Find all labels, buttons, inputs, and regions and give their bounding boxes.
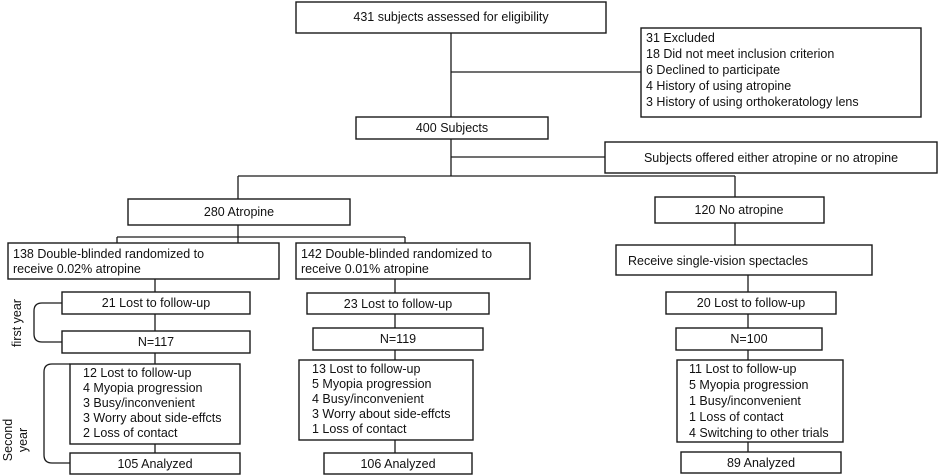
- n-a-line-1: N=117: [138, 335, 174, 349]
- rand-001-line-1: 142 Double-blinded randomized to: [301, 247, 492, 261]
- first-year-bracket: [33, 302, 62, 343]
- box-labels: 431 subjects assessed for eligibility 31…: [13, 10, 898, 471]
- spectacles-line-1: Receive single-vision spectacles: [628, 254, 808, 268]
- lost-a1-line-1: 21 Lost to follow-up: [102, 296, 210, 310]
- lost-a2-line-5: 2 Loss of contact: [83, 426, 178, 440]
- box-no-atropine: [654, 196, 825, 224]
- side-labels: first year Second year: [1, 299, 30, 461]
- box-spectacles: [615, 244, 873, 276]
- box-rand-002: [7, 242, 280, 280]
- excluded-line-5: 3 History of using orthokeratology lens: [646, 95, 859, 109]
- lost-a2-line-4: 3 Worry about side-effcts: [83, 411, 222, 425]
- rand-002-line-1: 138 Double-blinded randomized to: [13, 247, 204, 261]
- box-offered: [604, 141, 938, 174]
- lost-a2-line-2: 4 Myopia progression: [83, 381, 203, 395]
- excluded-line-1: 31 Excluded: [646, 31, 715, 45]
- lost-b1-line-1: 23 Lost to follow-up: [344, 297, 452, 311]
- excluded-line-3: 6 Declined to participate: [646, 63, 780, 77]
- subjects-line-1: 400 Subjects: [416, 121, 488, 135]
- box-rand-001: [295, 242, 531, 280]
- second-year-label-line-1: Second: [1, 419, 15, 461]
- lost-c1-line-1: 20 Lost to follow-up: [697, 296, 805, 310]
- second-year-label-line-2: year: [16, 428, 30, 452]
- box-n-a: [61, 330, 251, 354]
- lost-a2-line-3: 3 Busy/inconvenient: [83, 396, 195, 410]
- analyzed-a-line-1: 105 Analyzed: [117, 457, 192, 471]
- lost-b2-line-4: 3 Worry about side-effcts: [312, 407, 451, 421]
- box-lost-b1: [306, 292, 490, 315]
- lost-b2-line-1: 13 Lost to follow-up: [312, 362, 420, 376]
- offered-line-1: Subjects offered either atropine or no a…: [644, 151, 898, 165]
- box-subjects: [355, 116, 549, 140]
- lost-b2-line-2: 5 Myopia progression: [312, 377, 432, 391]
- box-lost-b2: [298, 359, 474, 441]
- second-year-bracket: [43, 363, 70, 464]
- rand-002-line-2: receive 0.02% atropine: [13, 262, 141, 276]
- box-analyzed-b: [323, 452, 473, 475]
- box-atropine: [127, 198, 351, 226]
- box-analyzed-c: [680, 451, 842, 474]
- box-n-b: [312, 327, 484, 351]
- box-lost-a1: [61, 291, 251, 315]
- lost-c2-line-3: 1 Busy/inconvenient: [689, 394, 801, 408]
- lost-c2-line-4: 1 Loss of contact: [689, 410, 784, 424]
- box-excluded: [640, 27, 922, 118]
- box-lost-c2: [676, 359, 844, 443]
- n-b-line-1: N=119: [380, 332, 416, 346]
- box-lost-c1: [665, 291, 837, 315]
- box-analyzed-a: [69, 452, 241, 475]
- analyzed-c-line-1: 89 Analyzed: [727, 456, 795, 470]
- lost-c2-line-2: 5 Myopia progression: [689, 378, 809, 392]
- lost-b2-line-3: 4 Busy/inconvenient: [312, 392, 424, 406]
- connectors: [33, 33, 749, 464]
- assessed-line-1: 431 subjects assessed for eligibility: [353, 10, 549, 24]
- first-year-label: first year: [10, 299, 24, 347]
- box-lost-a2: [69, 363, 241, 445]
- lost-c2-line-1: 11 Lost to follow-up: [689, 362, 797, 376]
- lost-c2-line-5: 4 Switching to other trials: [689, 426, 829, 440]
- analyzed-b-line-1: 106 Analyzed: [360, 457, 435, 471]
- excluded-line-4: 4 History of using atropine: [646, 79, 791, 93]
- excluded-line-2: 18 Did not meet inclusion criterion: [646, 47, 834, 61]
- atropine-line-1: 280 Atropine: [204, 205, 274, 219]
- boxes: [7, 1, 938, 475]
- lost-b2-line-5: 1 Loss of contact: [312, 422, 407, 436]
- n-c-line-1: N=100: [730, 332, 767, 346]
- box-assessed: [295, 1, 607, 34]
- box-n-c: [675, 327, 823, 351]
- rand-001-line-2: receive 0.01% atropine: [301, 262, 429, 276]
- lost-a2-line-1: 12 Lost to follow-up: [83, 366, 191, 380]
- no-atropine-line-1: 120 No atropine: [695, 203, 784, 217]
